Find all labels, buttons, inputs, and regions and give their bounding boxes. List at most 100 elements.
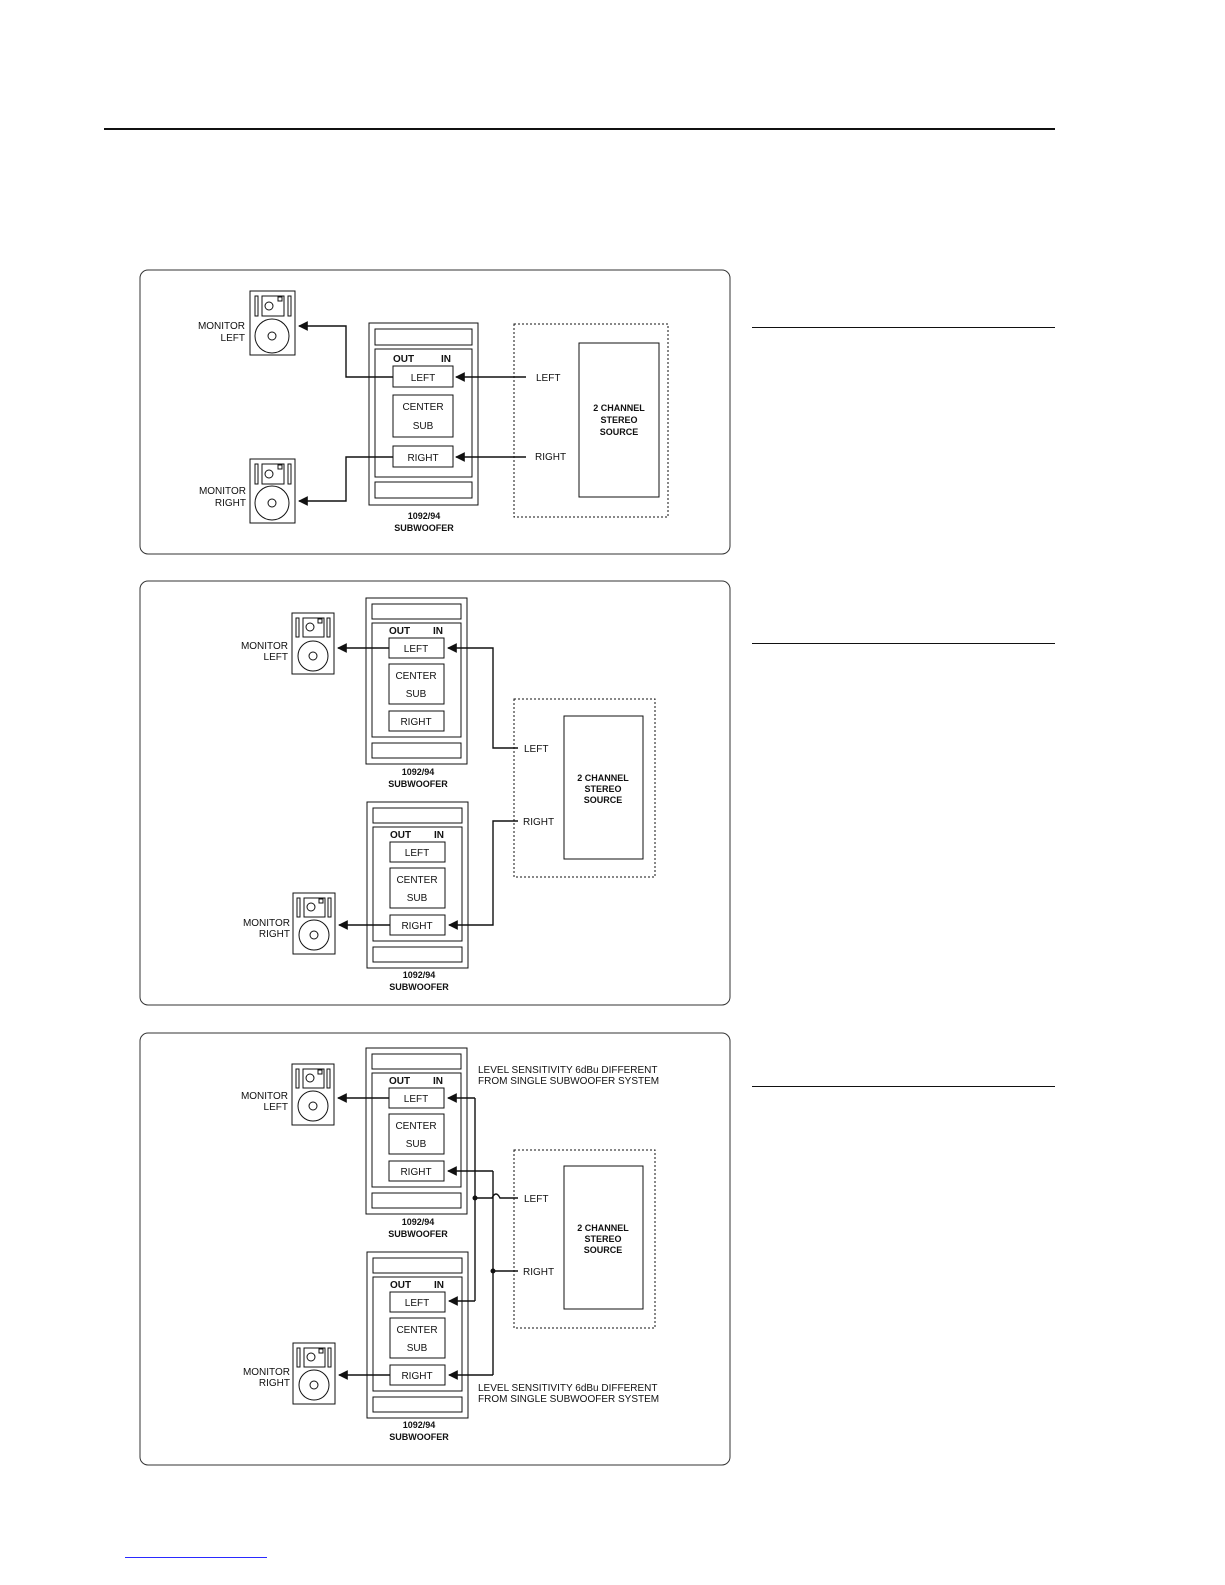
diagram-2-frame: [139, 580, 731, 1006]
unit-bottom-in-label: IN: [434, 830, 444, 841]
monitor-right-speaker: [292, 892, 336, 955]
source-area: [513, 323, 669, 518]
diagram-1-frame: [139, 269, 731, 555]
source-right-label: RIGHT: [523, 1267, 554, 1278]
side-rule-3: [752, 1086, 1055, 1087]
unit-top-left-label: LEFT: [404, 1094, 428, 1105]
source-label-3: SOURCE: [584, 795, 623, 805]
source-label-2: STEREO: [584, 1234, 621, 1244]
unit-bottom-left-label: LEFT: [405, 848, 429, 859]
monitor-right-speaker: [292, 1342, 336, 1405]
monitor-right-speaker: [249, 458, 296, 524]
diagram-1: MONITOR LEFT MONITOR RIGHT: [139, 269, 731, 555]
unit-top-right-label: RIGHT: [400, 717, 431, 728]
source-label-3: SOURCE: [584, 1245, 623, 1255]
source-right-label: RIGHT: [535, 452, 566, 463]
monitor-left-label-2: LEFT: [264, 652, 288, 663]
subwoofer-unit-bottom: [366, 1251, 469, 1419]
right-junction-dot: [490, 1268, 496, 1274]
unit-top-sub-label: SUB: [406, 1139, 427, 1150]
monitor-left-speaker: [291, 612, 335, 675]
monitor-right-label-1: MONITOR: [243, 918, 290, 929]
unit-top-in-label: IN: [433, 1076, 443, 1087]
level-note-top-1: LEVEL SENSITIVITY 6dBu DIFFERENT: [478, 1065, 658, 1076]
side-rule-2: [752, 643, 1055, 644]
unit-bottom-caption-1: 1092/94: [403, 970, 436, 980]
unit-sub-label: SUB: [413, 421, 434, 432]
source-label-1: 2 CHANNEL: [577, 773, 629, 783]
monitor-left-label-1: MONITOR: [241, 1091, 288, 1102]
unit-top-out-label: OUT: [389, 626, 410, 637]
stereo-source-box: [563, 1165, 644, 1310]
source-label-3: SOURCE: [600, 427, 639, 437]
wire-source-right-in: [448, 820, 518, 930]
unit-bottom-caption-1: 1092/94: [403, 1420, 436, 1430]
unit-top-caption-2: SUBWOOFER: [388, 1229, 448, 1239]
diagram-3: MONITOR LEFT MONITOR RIGHT: [139, 1032, 731, 1466]
subwoofer-unit: [368, 322, 479, 506]
source-label-2: STEREO: [600, 415, 637, 425]
unit-bottom-center-label: CENTER: [396, 875, 437, 886]
unit-top-caption-1: 1092/94: [402, 767, 435, 777]
unit-caption-2: SUBWOOFER: [394, 523, 454, 533]
footer-link-underline: [125, 1557, 267, 1558]
source-label-1: 2 CHANNEL: [577, 1223, 629, 1233]
source-area: [513, 698, 656, 878]
unit-bottom-right-label: RIGHT: [401, 1371, 432, 1382]
unit-caption-1: 1092/94: [408, 511, 441, 521]
center-sub-box: [392, 394, 454, 438]
subwoofer-unit-top: [365, 597, 468, 765]
monitor-left-speaker: [291, 1063, 335, 1126]
wire-left-out-monitor: [298, 321, 393, 378]
monitor-left-label-1: MONITOR: [241, 641, 288, 652]
monitor-right-label-1: MONITOR: [199, 486, 246, 497]
unit-bottom-center-label: CENTER: [396, 1325, 437, 1336]
unit-right-label: RIGHT: [407, 453, 438, 464]
monitor-right-label-2: RIGHT: [259, 929, 290, 940]
monitor-right-label-2: RIGHT: [259, 1378, 290, 1389]
unit-bottom-sub-label: SUB: [407, 893, 428, 904]
unit-top-out-label: OUT: [389, 1076, 410, 1087]
unit-bottom-sub-label: SUB: [407, 1343, 428, 1354]
monitor-right-label-1: MONITOR: [243, 1367, 290, 1378]
monitor-left-label-2: LEFT: [221, 333, 245, 344]
monitor-left-label-2: LEFT: [264, 1102, 288, 1113]
left-junction-dot: [472, 1195, 478, 1201]
unit-top-left-label: LEFT: [404, 644, 428, 655]
source-left-label: LEFT: [536, 373, 560, 384]
level-note-bottom-2: FROM SINGLE SUBWOOFER SYSTEM: [478, 1394, 659, 1405]
subwoofer-unit-top: [365, 1047, 468, 1215]
stereo-source-box: [563, 715, 644, 860]
unit-bottom-left-label: LEFT: [405, 1298, 429, 1309]
unit-top-caption-2: SUBWOOFER: [388, 779, 448, 789]
unit-top-in-label: IN: [433, 626, 443, 637]
unit-bottom-right-label: RIGHT: [401, 921, 432, 932]
unit-bottom-caption-2: SUBWOOFER: [389, 1432, 449, 1442]
diagram-3-frame: [139, 1032, 731, 1466]
unit-top-sub-label: SUB: [406, 689, 427, 700]
source-left-label: LEFT: [524, 744, 548, 755]
wire-source-left-in: [447, 643, 518, 749]
unit-bottom-in-label: IN: [434, 1280, 444, 1291]
source-label-1: 2 CHANNEL: [593, 403, 645, 413]
subwoofer-unit-bottom: [366, 801, 469, 969]
unit-in-label: IN: [441, 354, 451, 365]
source-right-label: RIGHT: [523, 817, 554, 828]
unit-top-center-label: CENTER: [395, 1121, 436, 1132]
unit-bottom-out-label: OUT: [390, 1280, 411, 1291]
monitor-right-label-2: RIGHT: [215, 498, 246, 509]
unit-top-right-label: RIGHT: [400, 1167, 431, 1178]
stereo-source-box: [578, 342, 660, 498]
unit-out-label: OUT: [393, 354, 414, 365]
header-rule: [104, 128, 1055, 130]
unit-left-label: LEFT: [411, 373, 435, 384]
source-area: [513, 1149, 656, 1329]
wire-source-left-bus: [475, 1193, 518, 1199]
wire-right-out-monitor: [298, 456, 393, 506]
monitor-left-label-1: MONITOR: [198, 321, 245, 332]
source-label-2: STEREO: [584, 784, 621, 794]
level-note-top-2: FROM SINGLE SUBWOOFER SYSTEM: [478, 1076, 659, 1087]
source-left-label: LEFT: [524, 1194, 548, 1205]
